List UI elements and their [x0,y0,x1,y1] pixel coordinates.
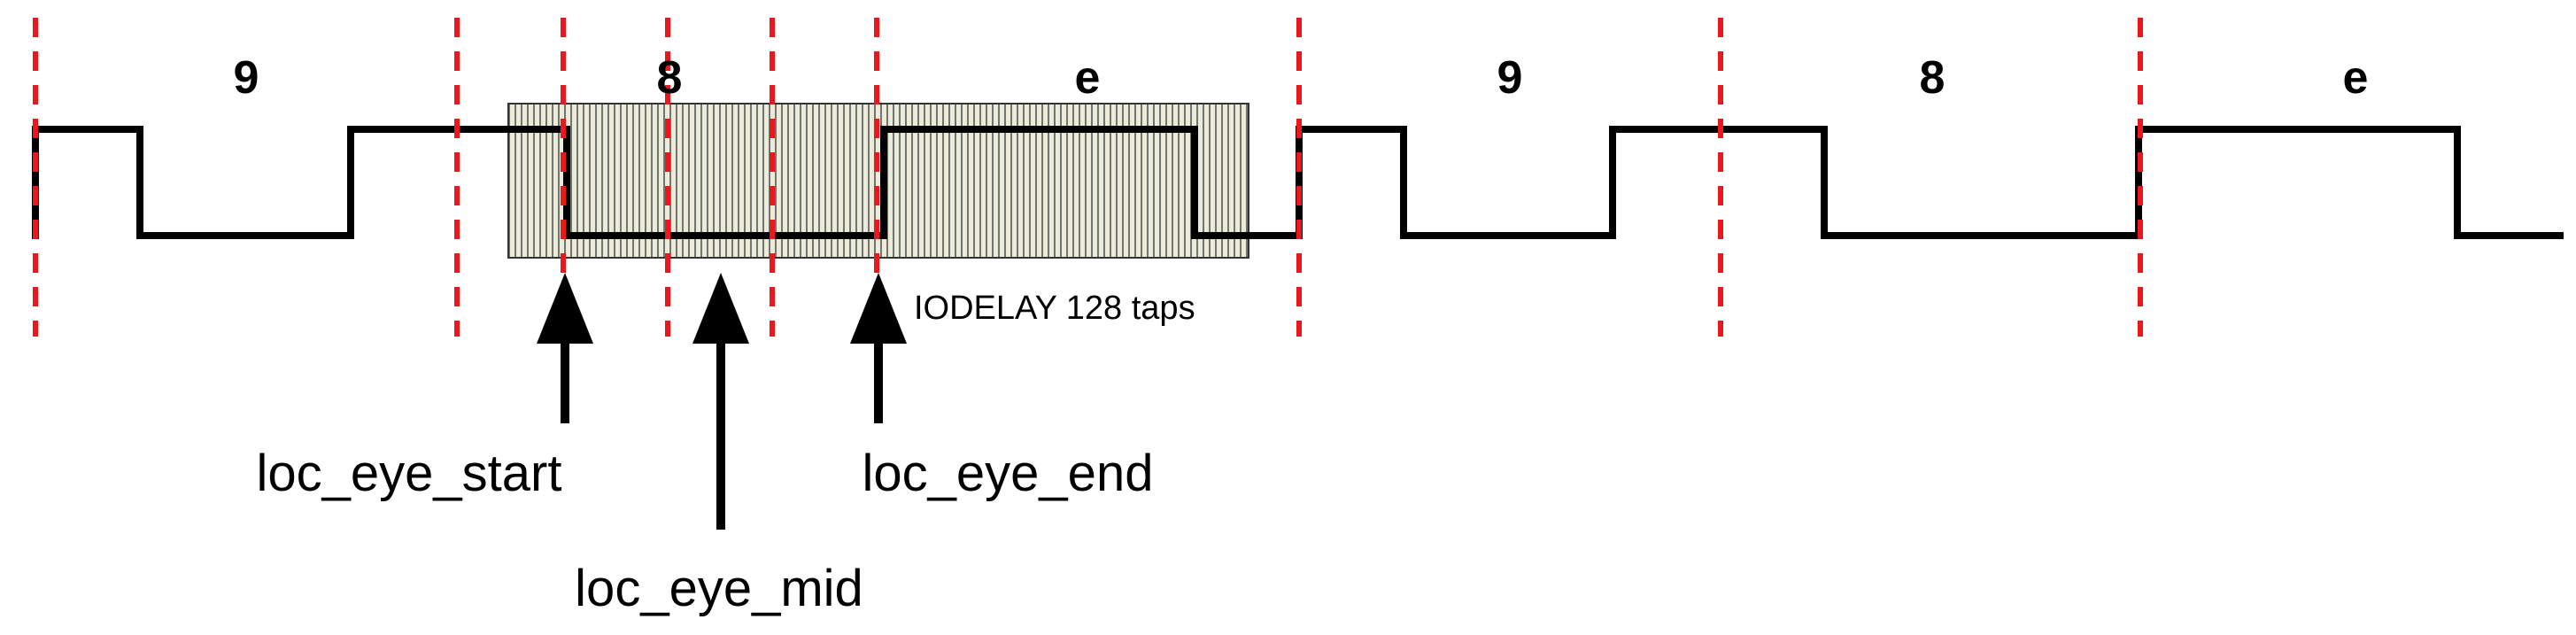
nibble-label: e [2343,52,2369,104]
boundary-lines [33,18,2143,337]
nibble-label: e [1075,52,1101,104]
nibble-label: 8 [657,52,683,104]
label-loc-eye-mid: loc_eye_mid [575,560,863,617]
arrow-loc-eye-mid [692,273,749,530]
iodelay-window-label: IODELAY 128 taps [914,290,1195,327]
label-loc-eye-end: loc_eye_end [863,445,1154,502]
arrow-loc-eye-end [850,273,907,423]
nibble-label: 8 [1920,52,1946,104]
arrow-loc-eye-start [537,273,593,423]
label-loc-eye-start: loc_eye_start [257,445,562,502]
nibble-label: 9 [234,52,259,104]
nibble-label: 9 [1497,52,1523,104]
